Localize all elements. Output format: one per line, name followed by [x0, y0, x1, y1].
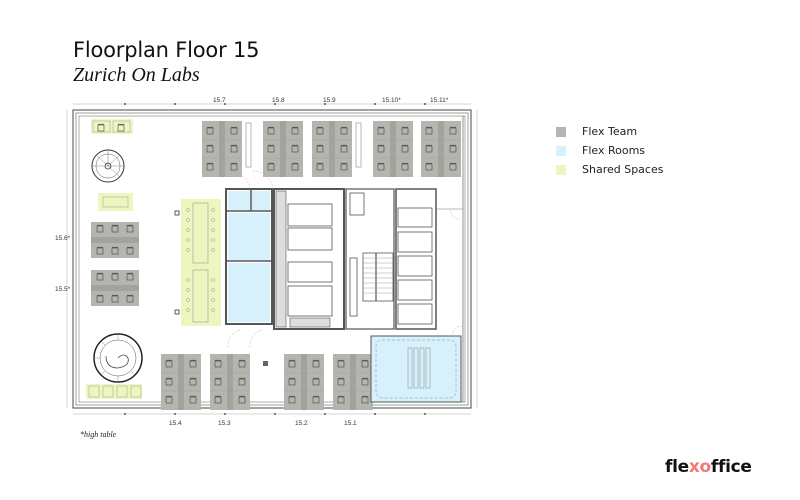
flex-team-15-3 [210, 354, 250, 410]
logo-part1: fle [665, 457, 689, 477]
shared-spaces-swatch-icon [556, 164, 566, 175]
legend: Flex Team Flex Rooms Shared Spaces [556, 122, 663, 179]
flex-team-15-11 [421, 121, 461, 177]
shared-space-top-left [91, 119, 133, 134]
flex-team-15-7 [202, 121, 242, 177]
flex-team-15-2 [284, 354, 324, 410]
room-label-15-9: 15.9 [323, 97, 336, 104]
core-shafts [395, 188, 437, 330]
shared-space-long-table [181, 199, 221, 326]
room-label-15-1: 15.1 [344, 420, 357, 427]
room-label-15-10: 15.10* [382, 97, 401, 104]
spiral-stair-bottom [93, 333, 143, 383]
flex-team-15-10 [373, 121, 413, 177]
page-subtitle: Zurich On Labs [73, 64, 200, 86]
shared-space-bottom-left [86, 384, 142, 399]
legend-item-flex-rooms: Flex Rooms [556, 141, 663, 160]
logo-accent: xo [688, 457, 711, 477]
room-label-15-4: 15.4 [169, 420, 182, 427]
core-stair [345, 188, 395, 330]
room-label-15-6: 15.6* [55, 235, 71, 242]
shared-space-table-left [98, 193, 133, 211]
room-label-15-2: 15.2 [295, 420, 308, 427]
room-label-15-8: 15.8 [272, 97, 285, 104]
core-restrooms [273, 188, 345, 330]
flex-rooms-west [225, 188, 273, 325]
room-label-15-7: 15.7 [213, 97, 226, 104]
flex-team-15-4 [161, 354, 201, 410]
flex-team-15-9 [312, 121, 352, 177]
page-title: Floorplan Floor 15 [73, 38, 260, 62]
footnote: *high table [80, 430, 117, 439]
flex-team-15-1 [333, 354, 373, 410]
flex-rooms-swatch-icon [556, 145, 566, 156]
legend-item-flex-team: Flex Team [556, 122, 663, 141]
flexoffice-logo: flexoffice [665, 457, 752, 477]
logo-part2: ffice [710, 457, 752, 477]
room-label-15-3: 15.3 [218, 420, 231, 427]
flex-team-15-8 [263, 121, 303, 177]
legend-item-shared-spaces: Shared Spaces [556, 160, 663, 179]
flex-room-southeast [370, 335, 462, 403]
outer-walls [66, 103, 478, 415]
room-label-15-11: 15.11* [430, 97, 449, 104]
flex-team-15-6 [91, 222, 139, 258]
room-label-15-5: 15.5* [55, 286, 71, 293]
spiral-stair-top [91, 149, 125, 183]
flex-team-15-5 [91, 270, 139, 306]
flex-team-swatch-icon [556, 126, 566, 137]
